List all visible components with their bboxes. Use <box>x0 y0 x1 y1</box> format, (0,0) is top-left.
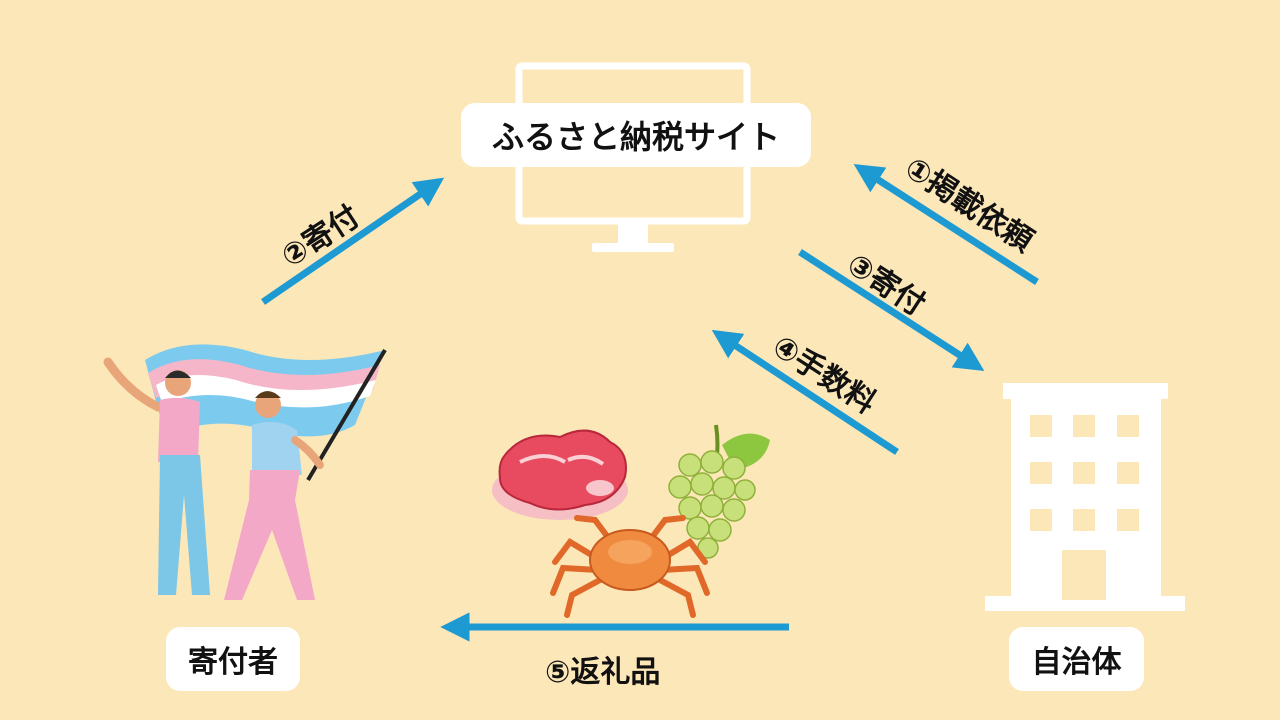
site-label: ふるさと納税サイト <box>461 103 811 167</box>
crab-icon <box>550 515 710 618</box>
meat-icon <box>492 429 628 520</box>
donor-label: 寄付者 <box>166 627 300 691</box>
donor-label-text: 寄付者 <box>188 645 278 680</box>
site-label-text: ふるさと納税サイト <box>491 118 780 156</box>
people-with-flag-illustration <box>103 344 387 600</box>
arrows-layer <box>261 164 1039 642</box>
grapes-icon <box>668 424 770 559</box>
building-icon <box>985 383 1185 611</box>
arrow-1 <box>853 164 1039 285</box>
municipality-label: 自治体 <box>1009 627 1144 691</box>
arrow-5-label: ⑤返礼品 <box>545 655 661 690</box>
arrow-4 <box>711 329 899 455</box>
arrow-3 <box>798 249 985 371</box>
arrow-2 <box>261 177 445 305</box>
municipality-label-text: 自治体 <box>1031 645 1122 680</box>
